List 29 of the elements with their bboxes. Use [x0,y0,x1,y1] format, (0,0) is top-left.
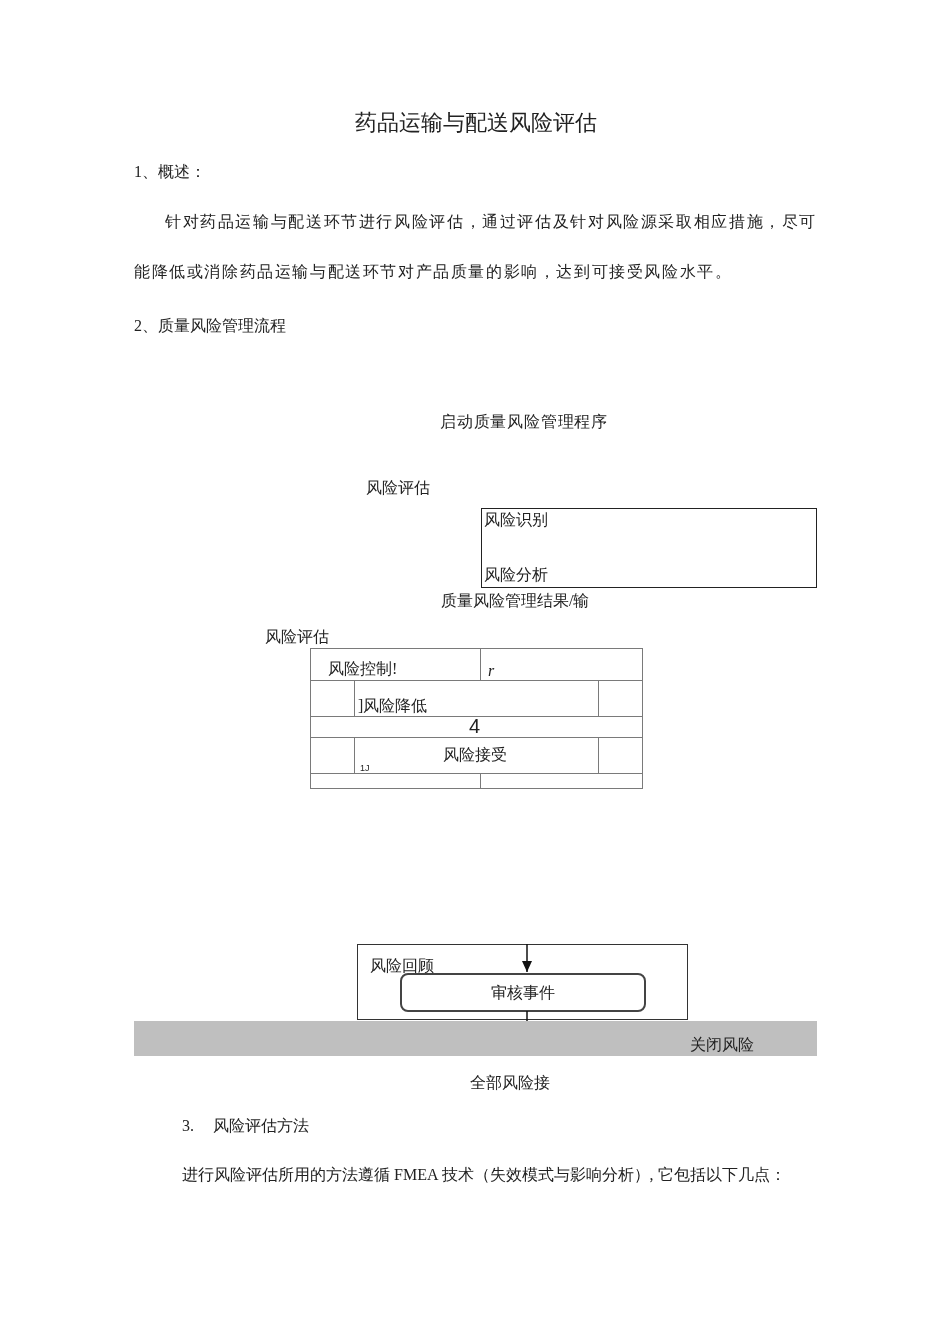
status-band [134,1021,817,1056]
section-heading: 2、质量风险管理流程 [134,316,286,336]
small-note: 1J [360,763,370,773]
review-panel [357,944,688,1020]
section-heading: 1、概述： [134,162,206,182]
process-box [400,973,646,1012]
box-heading: 风险识别 [484,510,548,530]
flow-label: 全部风险接 [470,1073,550,1093]
section-heading: 风险评估方法 [213,1116,309,1136]
process-box [481,508,817,588]
stage-label: 风险评估 [265,627,329,647]
step-label: 风险接受 [443,745,507,765]
number-label: 4 [469,716,481,737]
flow-label: 启动质量风险管理程序 [440,412,608,432]
arrow [522,943,532,973]
list-number: 3. [182,1116,194,1136]
step-label: 风险控制! [328,659,398,679]
panel-heading: 风险回顾 [370,956,434,976]
flow-label: 质量风险管理结果/输 [441,591,590,611]
paragraph: 进行风险评估所用的方法遵循 FMEA 技术（失效模式与影响分析）, 它包括以下几点： [182,1165,786,1185]
stage-label: 风险评估 [366,478,430,498]
box-heading: 风险分析 [484,565,548,585]
stray-mark: r [488,661,495,681]
paragraph: 针对药品运输与配送环节进行风险评估，通过评估及针对风险源采取相应措施，尽可能降低或消除药品运输与配送环节对产品质量的影响，达到可接受风险水平。 [134,212,817,282]
connector-line [526,1010,528,1022]
step-label: 审核事件 [491,982,555,1003]
page-title: 药品运输与配送风险评估 [355,110,597,136]
band-label: 关闭风险 [690,1035,754,1055]
step-label: ]风险降低 [358,696,428,716]
